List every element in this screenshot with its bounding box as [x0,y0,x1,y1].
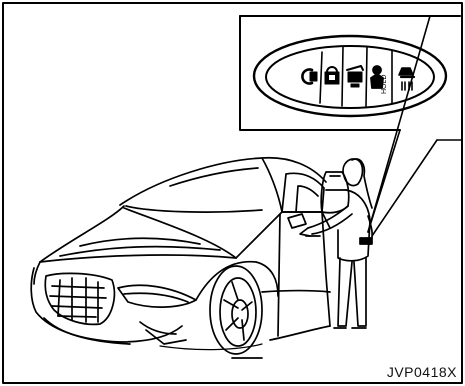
trunk-open-icon [347,66,363,87]
figure-code: JVP0418X [387,364,457,380]
key-fob-enlarged: HOLD [254,36,446,116]
lock-icon [325,67,339,84]
person-illustration [300,159,372,328]
ground-line [160,344,262,350]
hold-label: HOLD [381,75,388,94]
figure-frame [3,3,462,383]
car-illustration [31,158,330,358]
panic-alarm-icon: HOLD [371,66,388,94]
unlock-icon [302,70,317,84]
